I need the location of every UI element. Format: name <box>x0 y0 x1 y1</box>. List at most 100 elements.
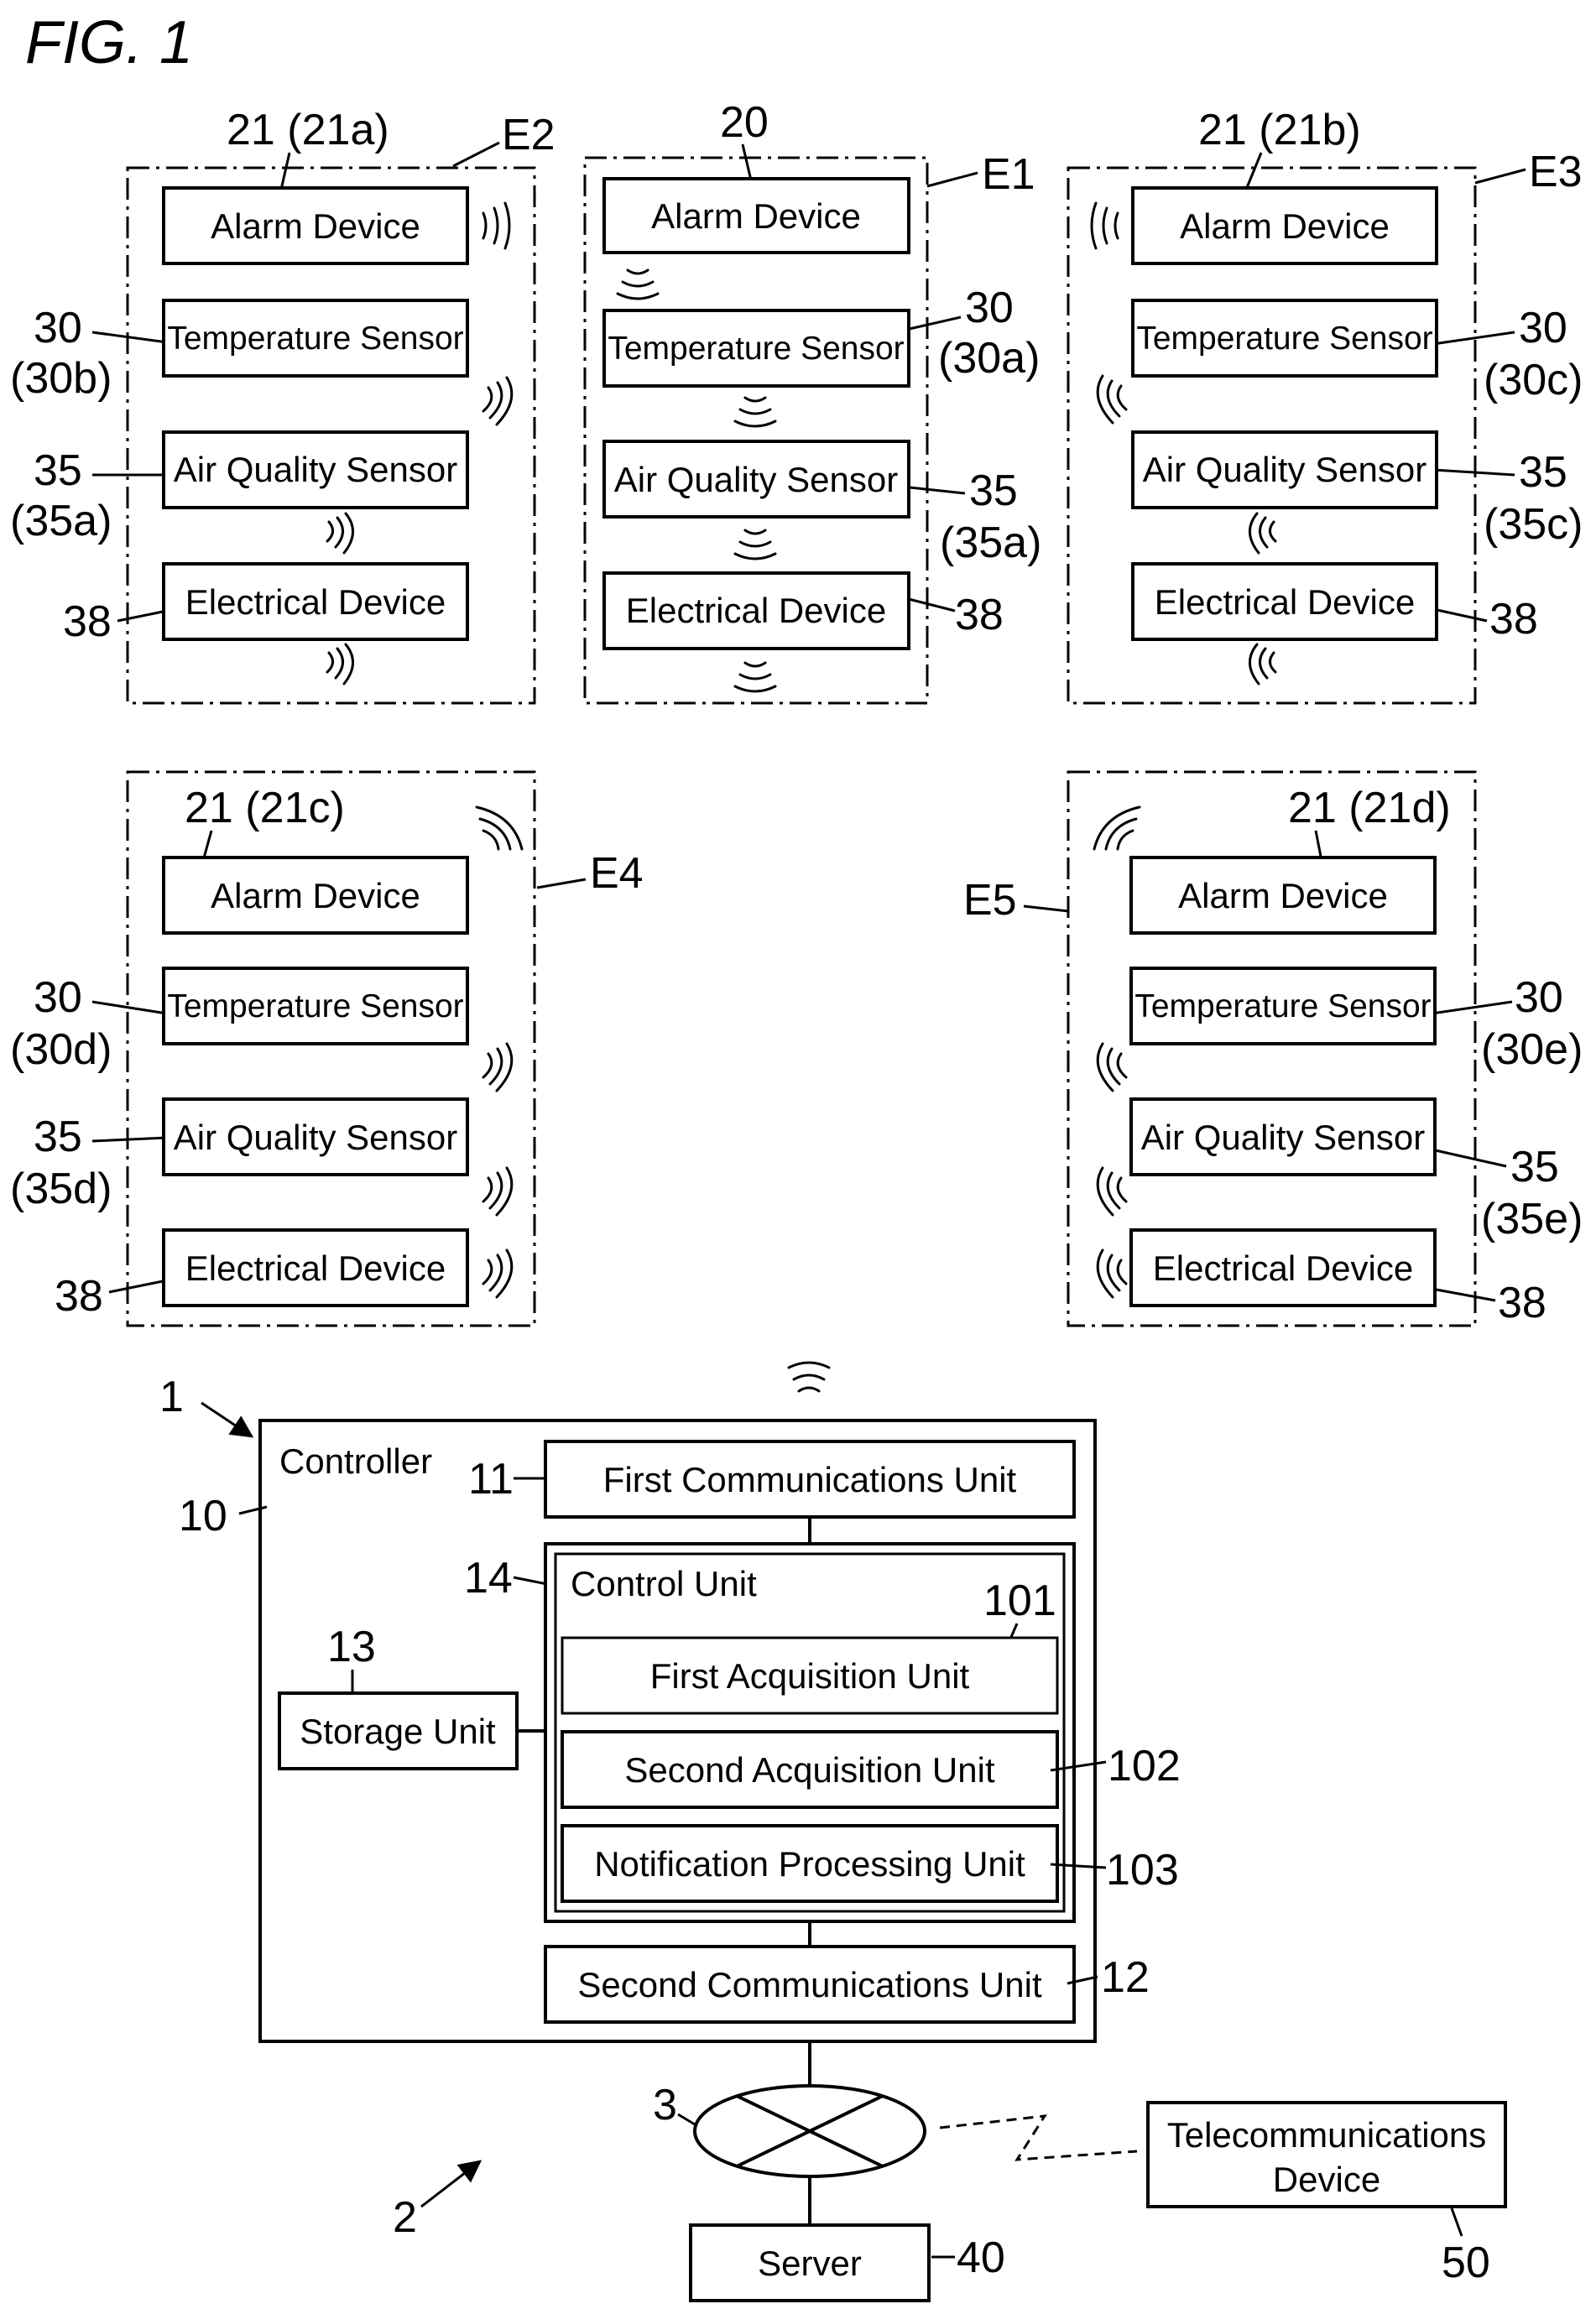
alarm-device-e2-leader <box>281 153 289 190</box>
temperature-sensor-e4-label: Temperature Sensor <box>167 988 463 1024</box>
zone-e3-label: E3 <box>1529 148 1583 196</box>
zone-e5-label: E5 <box>963 876 1017 925</box>
network-ref: 3 <box>653 2081 677 2129</box>
temperature-sensor-e5-leader <box>1432 1002 1512 1014</box>
temperature-sensor-e2-ref-sub: (30b) <box>10 354 112 403</box>
wireless-signal-icon <box>327 513 353 553</box>
wireless-signal-icon <box>1249 644 1275 684</box>
wireless-signal-icon <box>1098 1044 1126 1091</box>
zone-e2-leader <box>453 143 499 166</box>
electrical-device-e4-label: Electrical Device <box>185 1248 446 1288</box>
zone-e1-leader <box>927 173 978 186</box>
first-acquisition-ref: 101 <box>983 1577 1056 1625</box>
wireless-signal-icon <box>483 1250 512 1297</box>
wireless-signal-icon <box>483 203 509 248</box>
zone-e4-label: E4 <box>590 849 644 898</box>
alarm-device-e3-leader <box>1246 153 1261 190</box>
air-quality-sensor-e1-leader <box>902 487 965 493</box>
air-quality-sensor-e2-ref-sub: (35a) <box>10 497 112 545</box>
alarm-device-e1-leader <box>743 144 751 180</box>
air-quality-sensor-e2-label: Air Quality Sensor <box>174 450 457 489</box>
temperature-sensor-e2-ref: 30 <box>34 304 82 352</box>
wireless-signal-icon <box>735 530 775 559</box>
figure-label: FIG. 1 <box>25 9 193 76</box>
air-quality-sensor-e5-leader <box>1432 1149 1506 1166</box>
alarm-device-e5-ref: 21 (21d) <box>1288 784 1451 832</box>
electrical-device-e2-ref: 38 <box>63 597 112 646</box>
wireless-link-icon <box>940 2116 1137 2160</box>
temperature-sensor-e5-ref-sub: (30e) <box>1481 1025 1583 1074</box>
zone-e2-label: E2 <box>502 111 555 159</box>
second-acquisition-ref: 102 <box>1108 1742 1181 1790</box>
server-ref: 40 <box>957 2233 1005 2282</box>
zone-e1-label: E1 <box>982 150 1035 199</box>
alarm-device-e4-label: Alarm Device <box>211 876 420 915</box>
temperature-sensor-e3-ref: 30 <box>1519 304 1567 352</box>
temperature-sensor-e1-leader <box>902 317 961 331</box>
notification-processing-ref: 103 <box>1106 1846 1179 1895</box>
wireless-signal-icon <box>477 807 522 849</box>
wireless-signal-icon <box>1098 1168 1126 1215</box>
zone-e5: E5 21 (21d) Alarm Device 30 (30e) Temper… <box>963 772 1583 1327</box>
electrical-device-e5-leader <box>1432 1289 1495 1300</box>
telecom-ref: 50 <box>1442 2239 1490 2287</box>
temperature-sensor-e3-ref-sub: (30c) <box>1484 356 1583 404</box>
temperature-sensor-e1-label: Temperature Sensor <box>608 331 904 367</box>
air-quality-sensor-e3-label: Air Quality Sensor <box>1143 450 1426 489</box>
wireless-signal-icon <box>1249 513 1275 553</box>
control-unit-label: Control Unit <box>571 1564 757 1603</box>
zone-e5-leader <box>1024 906 1068 911</box>
air-quality-sensor-e3-ref-sub: (35c) <box>1484 500 1583 549</box>
air-quality-sensor-e4-label: Air Quality Sensor <box>174 1118 457 1157</box>
zone-e4-leader <box>537 879 586 888</box>
air-quality-sensor-e4-ref: 35 <box>34 1113 82 1161</box>
electrical-device-e1-label: Electrical Device <box>626 591 886 630</box>
wireless-signal-icon <box>327 644 353 684</box>
second-comm-ref: 12 <box>1101 1953 1150 2002</box>
first-communications-unit-label: First Communications Unit <box>603 1460 1017 1499</box>
temperature-sensor-e5-label: Temperature Sensor <box>1134 988 1431 1024</box>
control-unit-ref: 14 <box>464 1554 513 1603</box>
electrical-device-e2-leader <box>117 611 167 621</box>
electrical-device-e5-label: Electrical Device <box>1153 1248 1413 1288</box>
temperature-sensor-e3-label: Temperature Sensor <box>1136 321 1432 357</box>
air-quality-sensor-e1-label: Air Quality Sensor <box>614 460 898 499</box>
air-quality-sensor-e4-ref-sub: (35d) <box>10 1165 112 1213</box>
telecom-ref-leader <box>1452 2208 1462 2236</box>
storage-unit-label: Storage Unit <box>300 1712 496 1751</box>
first-comm-ref: 11 <box>468 1455 514 1504</box>
air-quality-sensor-e4-leader <box>92 1138 167 1141</box>
controller-ref: 10 <box>179 1492 227 1540</box>
alarm-device-e4-ref: 21 (21c) <box>185 784 345 832</box>
alarm-device-e5-label: Alarm Device <box>1178 876 1388 915</box>
air-quality-sensor-e1-ref-sub: (35a) <box>940 519 1041 567</box>
temperature-sensor-e2-leader <box>92 332 167 342</box>
wireless-signal-icon <box>1092 203 1118 248</box>
system-ref: 1 <box>159 1373 184 1421</box>
electrical-device-e5-ref: 38 <box>1498 1279 1546 1327</box>
second-acquisition-unit-label: Second Acquisition Unit <box>624 1750 995 1790</box>
electrical-device-e3-label: Electrical Device <box>1155 582 1415 622</box>
zone-e2: E2 21 (21a) Alarm Device 30 (30b) Temper… <box>10 106 555 703</box>
wireless-signal-icon <box>1098 376 1126 423</box>
temperature-sensor-e1-ref: 30 <box>965 284 1014 332</box>
network-icon <box>695 2086 925 2176</box>
wireless-signal-icon <box>1094 807 1140 849</box>
alarm-device-e3-ref: 21 (21b) <box>1198 106 1361 154</box>
telecommunications-device-label-line2: Device <box>1273 2160 1380 2199</box>
wireless-signal-icon <box>483 1168 512 1215</box>
alarm-device-e1-ref: 20 <box>720 98 769 147</box>
server-label: Server <box>758 2244 862 2283</box>
air-quality-sensor-e5-ref-sub: (35e) <box>1481 1195 1583 1243</box>
air-quality-sensor-e5-ref: 35 <box>1510 1143 1559 1191</box>
temperature-sensor-e4-leader <box>92 1002 167 1014</box>
electrical-device-e2-label: Electrical Device <box>185 582 446 622</box>
notification-processing-unit-label: Notification Processing Unit <box>594 1844 1025 1884</box>
wireless-signal-icon <box>483 1044 512 1091</box>
air-quality-sensor-e2-ref: 35 <box>34 446 82 495</box>
electrical-device-e3-ref: 38 <box>1489 595 1538 644</box>
alarm-device-e2-label: Alarm Device <box>211 206 420 246</box>
controller-system: 1 Controller 10 11 First Communications … <box>159 1363 1181 2041</box>
temperature-sensor-e1-ref-sub: (30a) <box>938 334 1040 383</box>
